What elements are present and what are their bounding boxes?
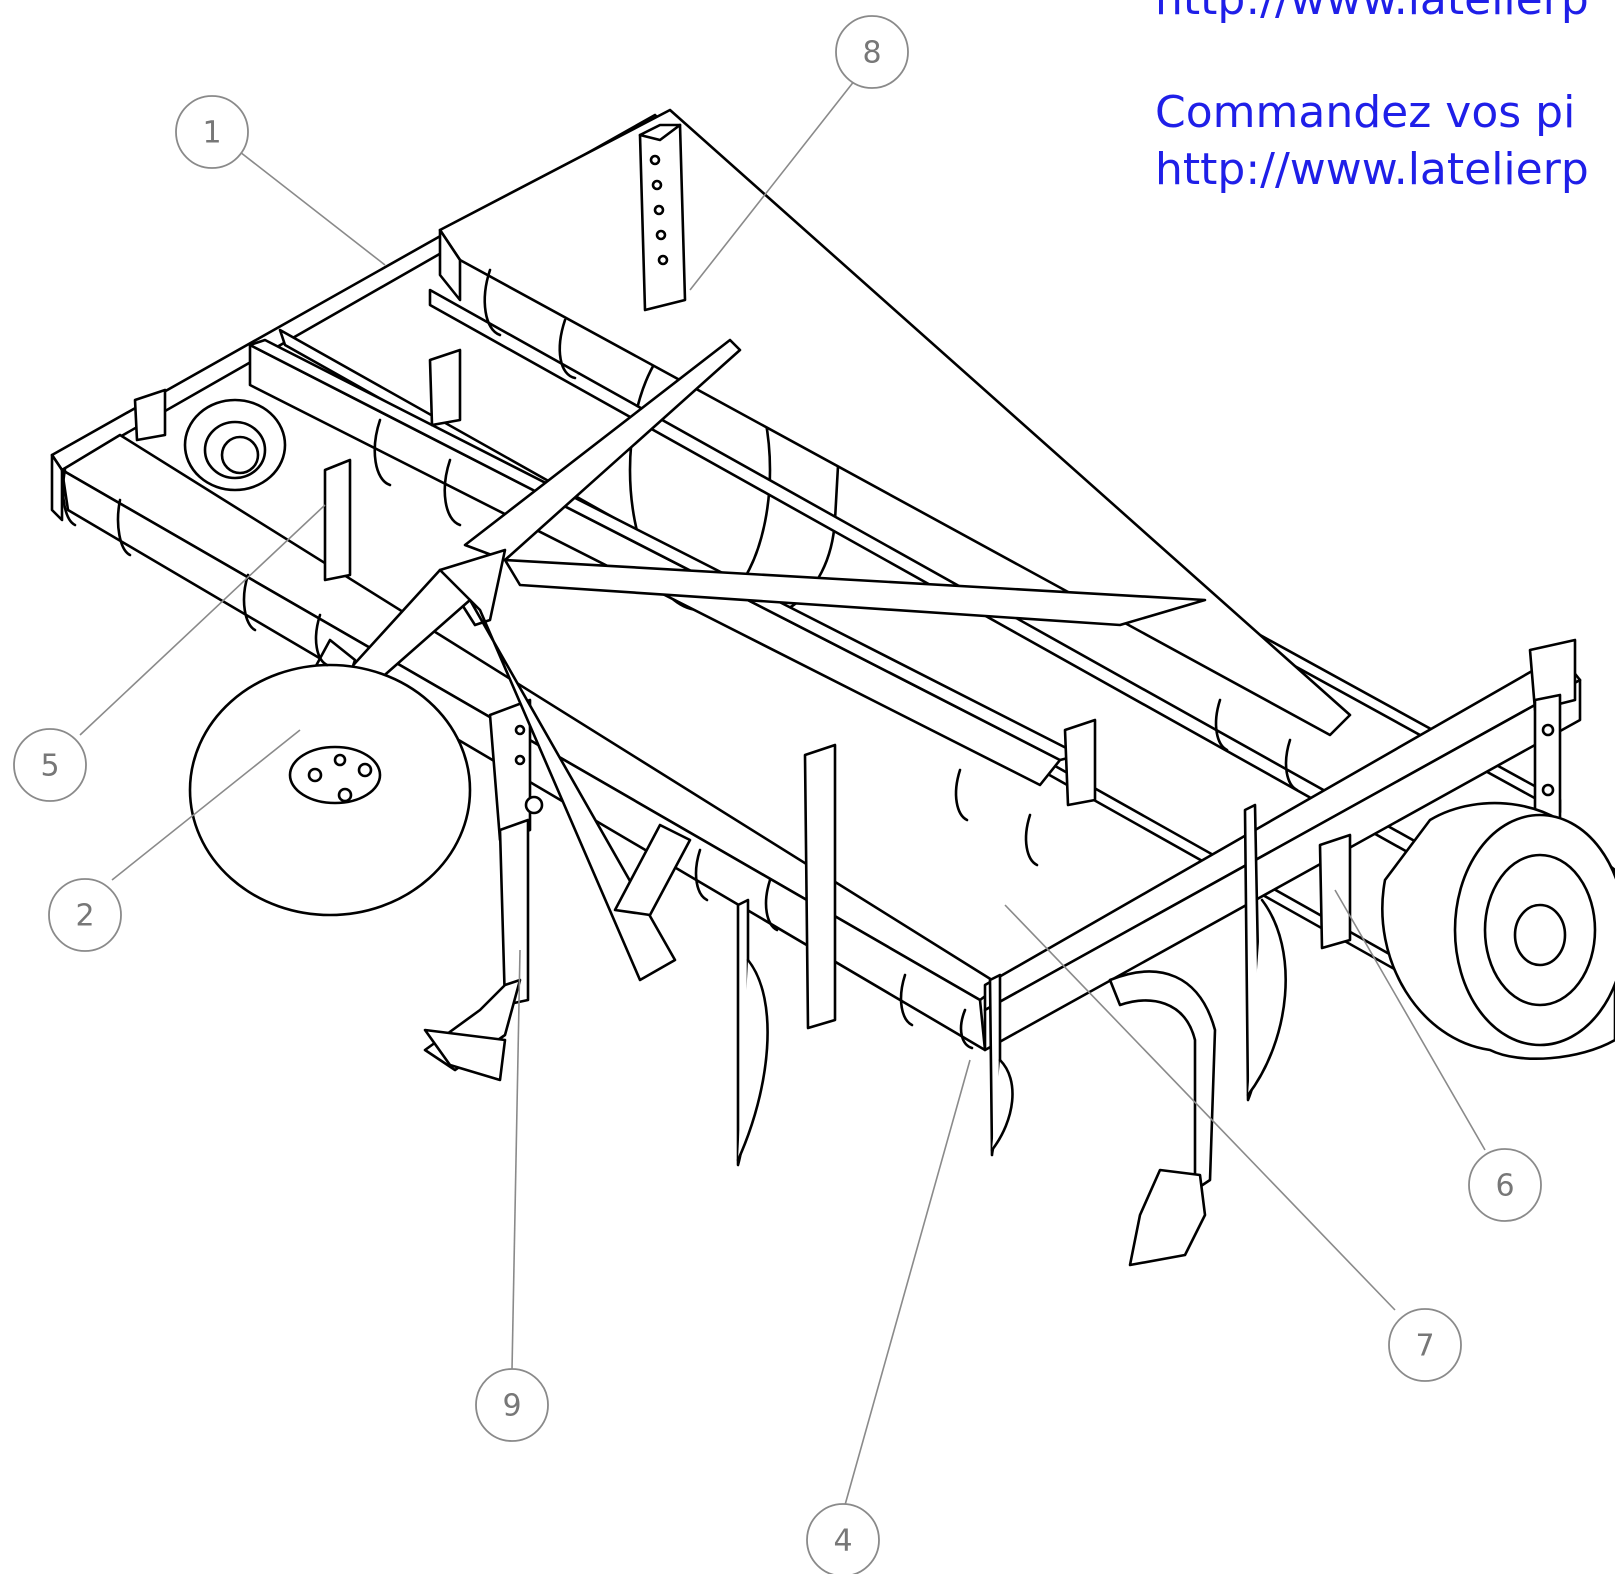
left-depth-post	[488, 698, 544, 1007]
balloon-label: 7	[1415, 1329, 1434, 1364]
balloon-label: 8	[862, 36, 881, 71]
right-wheel	[1381, 801, 1615, 1060]
balloon-label: 2	[75, 899, 94, 934]
balloon-2: 2	[48, 878, 122, 952]
left-share	[423, 978, 522, 1082]
coil-spring	[183, 398, 287, 492]
header-url-bottom: http://www.latelierp	[1155, 144, 1589, 195]
balloon-1: 1	[175, 95, 249, 169]
balloon-label: 6	[1495, 1169, 1514, 1204]
balloon-label: 4	[833, 1524, 852, 1559]
header-url-top: http://www.latelierp	[1155, 0, 1589, 22]
balloon-9: 9	[475, 1368, 549, 1442]
header-order-text: Commandez vos pi	[1155, 87, 1576, 138]
balloon-label: 9	[502, 1389, 521, 1424]
leader-lines	[79, 79, 1486, 1506]
balloon-6: 6	[1468, 1148, 1542, 1222]
balloon-label: 5	[40, 749, 59, 784]
balloon-7: 7	[1388, 1308, 1462, 1382]
brackets	[133, 348, 1352, 1030]
rear-post	[638, 123, 687, 312]
left-disc	[188, 663, 472, 917]
balloon-5: 5	[13, 728, 87, 802]
spring-tine	[1108, 970, 1217, 1267]
u-bolt-clamps	[61, 268, 1299, 1050]
balloon-4: 4	[806, 1503, 880, 1574]
balloon-label: 1	[202, 116, 221, 151]
tine-blades	[736, 803, 1287, 1167]
balloon-8: 8	[835, 15, 909, 89]
